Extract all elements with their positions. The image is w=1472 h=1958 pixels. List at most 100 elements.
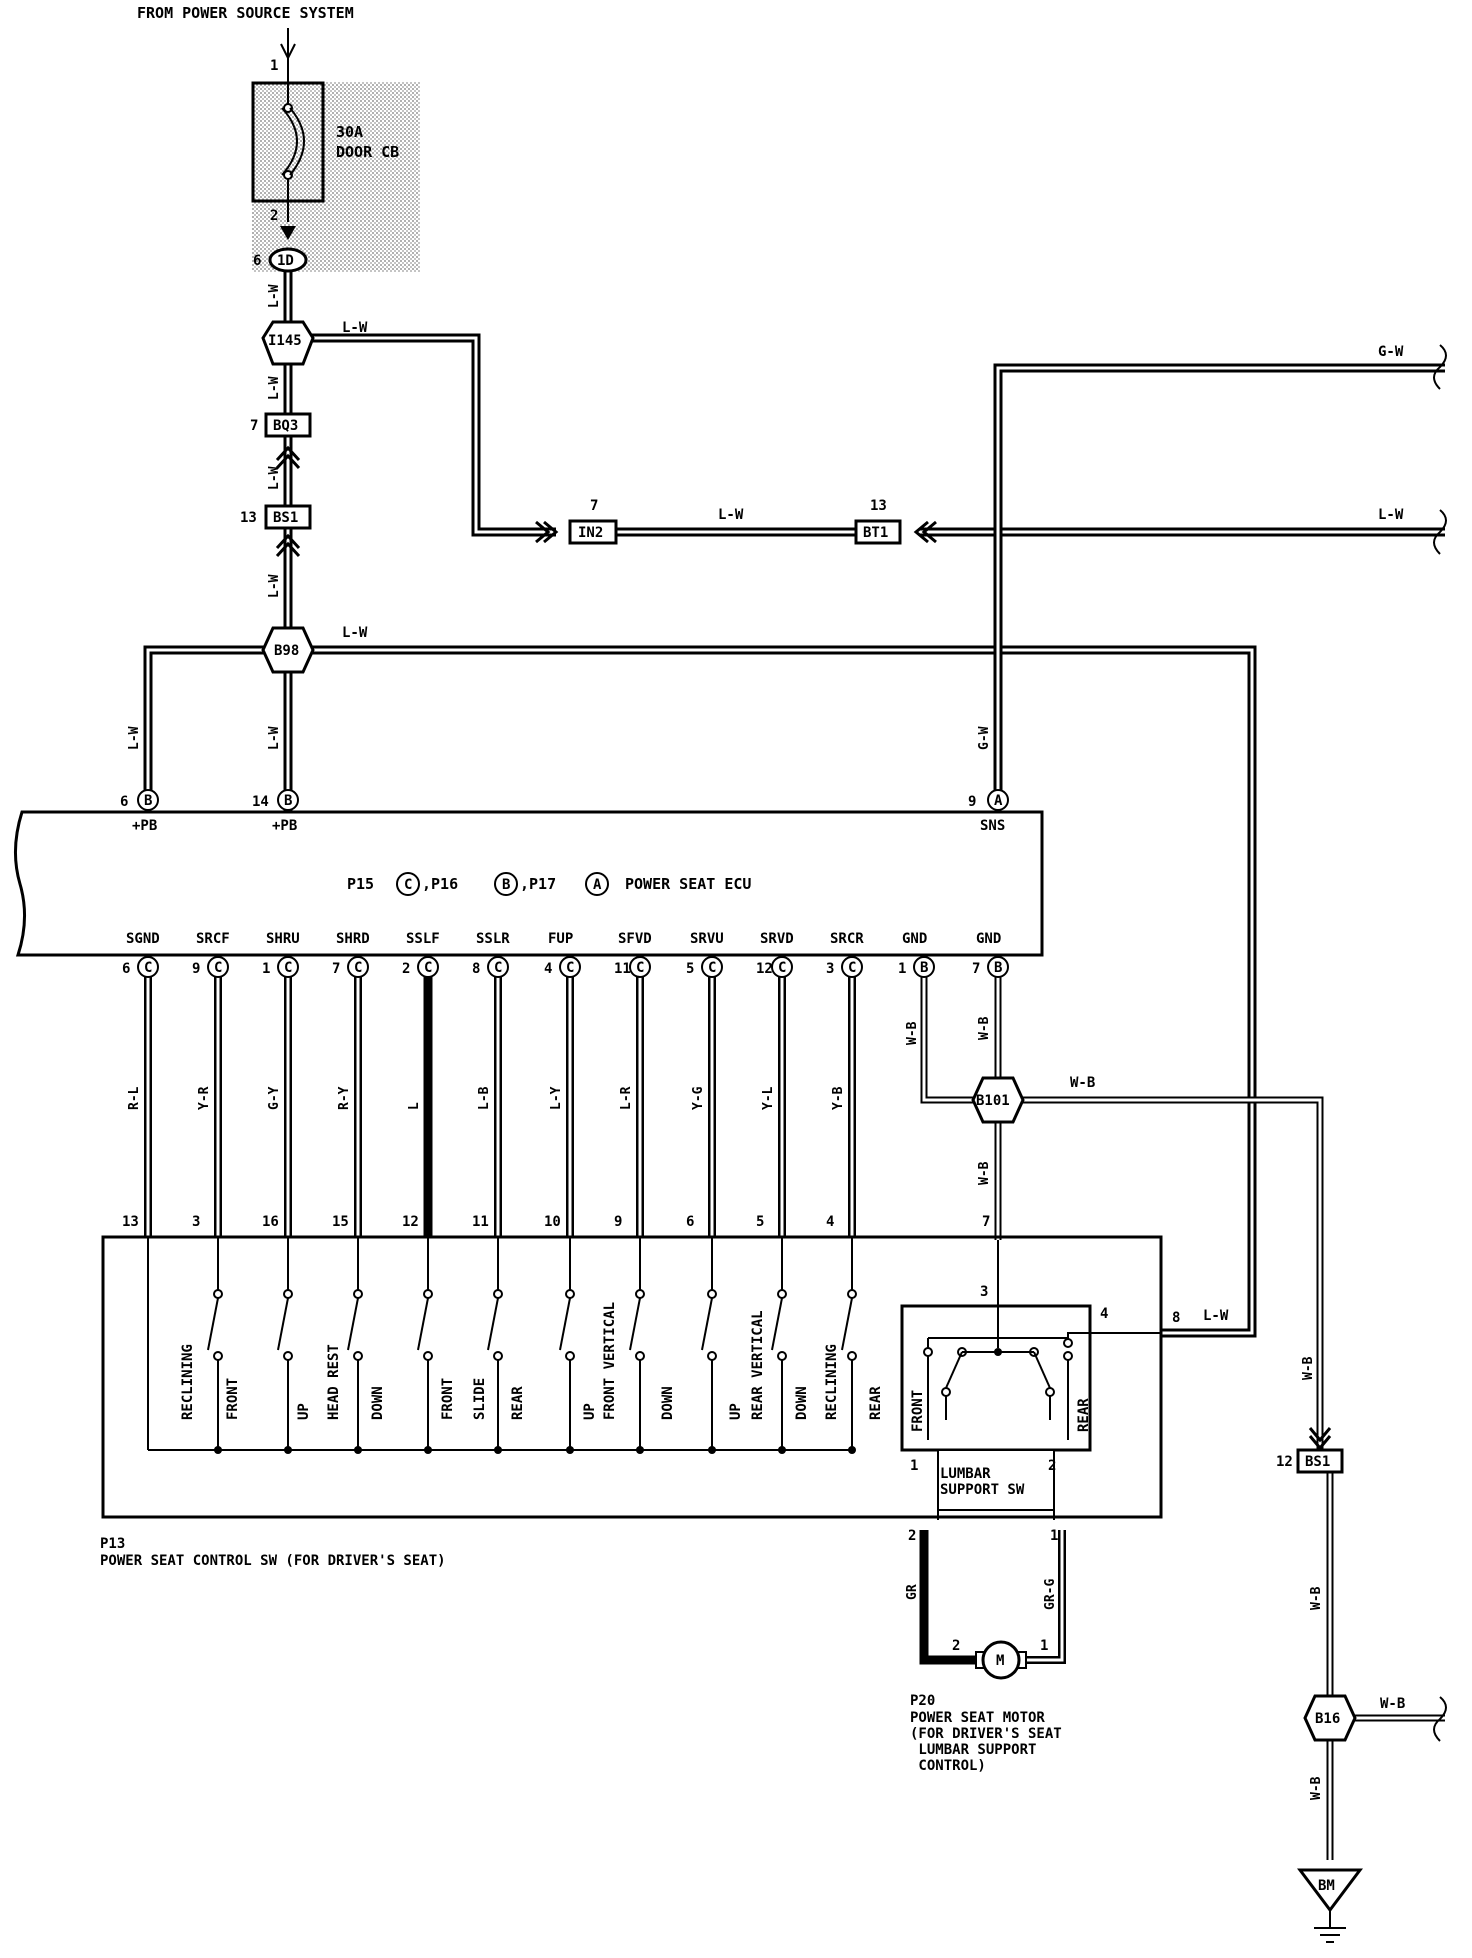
power-seat-control-switch: [101, 1235, 1163, 1519]
pin-connector-letter: A: [994, 793, 1003, 809]
switch-contact: [347, 1237, 363, 1454]
switch-word: SLIDE: [472, 1378, 488, 1420]
lumbar-pin8: 8: [1172, 1310, 1180, 1326]
pin-number: 6: [120, 794, 128, 810]
motor-line: POWER SEAT MOTOR: [910, 1710, 1045, 1726]
wires-lw: [143, 270, 1445, 1338]
ecu-title-part: A: [593, 877, 602, 893]
wire-label: L-W: [342, 320, 368, 336]
pin-label: SSLF: [406, 931, 440, 947]
ecu-title-part: C: [404, 877, 412, 893]
wire-label: L: [407, 1102, 422, 1110]
chevron-down-icon: [1308, 1427, 1332, 1451]
lumbar-front: FRONT: [910, 1390, 926, 1432]
switch-contact: [277, 1237, 293, 1454]
connector-BS1-right-pin: 12: [1276, 1454, 1293, 1470]
switch-contact: [701, 1237, 717, 1454]
connector-IN2: IN2 7: [568, 498, 618, 545]
wire-label: L-W: [718, 507, 744, 523]
pin-number: 5: [686, 961, 694, 977]
pin-number: 9: [968, 794, 976, 810]
motor-id: P20: [910, 1693, 935, 1709]
switch-contact: [559, 1237, 575, 1454]
pin-label: SHRU: [266, 931, 300, 947]
wire-label-gr: GR: [905, 1584, 920, 1600]
junction-B98-label: B98: [274, 643, 299, 659]
breaker-pin-out: 2: [270, 208, 278, 224]
connector-BQ3-pin: 7: [250, 418, 258, 434]
switch-word: HEAD REST: [326, 1344, 342, 1420]
switch-word: UP: [728, 1403, 744, 1420]
pin-number: 11: [614, 961, 631, 977]
control-switch-id: P13: [100, 1536, 125, 1552]
wire-gw: [993, 363, 1445, 800]
switch-word: DOWN: [794, 1386, 810, 1420]
wire-label: W-B: [977, 1016, 992, 1040]
switch-word: REAR: [868, 1386, 884, 1420]
junction-B101: B101: [971, 1076, 1025, 1124]
switch-word: FRONT: [440, 1378, 456, 1420]
pin-label: SNS: [980, 818, 1005, 834]
motor-pin-right: 1: [1040, 1638, 1048, 1654]
switch-pin-number: 10: [544, 1214, 561, 1230]
wire-label: L-W: [267, 726, 282, 750]
wire-label: Y-L: [761, 1086, 776, 1110]
wire-label: L-W: [1378, 507, 1404, 523]
lumbar-out-pin2: 2: [908, 1528, 916, 1544]
junction-B16: B16: [1303, 1694, 1357, 1742]
wire-label: L-Y: [549, 1086, 564, 1110]
connector-BQ3-label: BQ3: [273, 418, 298, 434]
pin-connector-letter: C: [214, 960, 222, 976]
connector-IN2-label: IN2: [578, 525, 603, 541]
junction-B101-label: B101: [976, 1093, 1010, 1109]
pin-number: 2: [402, 961, 410, 977]
pin-label: +PB: [272, 818, 297, 834]
pin-number: 8: [472, 961, 480, 977]
pin-label: SRVU: [690, 931, 724, 947]
control-switch-name: POWER SEAT CONTROL SW (FOR DRIVER'S SEAT…: [100, 1553, 446, 1569]
wire-label: W-B: [1309, 1586, 1324, 1610]
switch-contact: [207, 1237, 223, 1454]
ecu-title: P15 C ,P16 B ,P17 A POWER SEAT ECU: [347, 872, 751, 896]
breaker-pin-in: 1: [270, 58, 278, 74]
wire-label: R-Y: [337, 1086, 352, 1110]
wire-label: Y-G: [691, 1086, 706, 1110]
power-seat-ecu: [13, 810, 1044, 957]
switch-pin-number: 7: [982, 1214, 990, 1230]
pin-number: 12: [756, 961, 773, 977]
motor-wires: [919, 1530, 1066, 1665]
breaker-name: DOOR CB: [336, 143, 399, 161]
pin-label: SRCF: [196, 931, 230, 947]
lumbar-out-pin1: 1: [1050, 1528, 1058, 1544]
wire-label: L-R: [619, 1086, 634, 1110]
pin-number: 7: [972, 961, 980, 977]
pin-label: SRCR: [830, 931, 864, 947]
connector-BS1-top: BS1 13: [240, 504, 312, 530]
connector-IN2-pin: 7: [590, 498, 598, 514]
pin-label: SGND: [126, 931, 160, 947]
connector-BS1-right: BS1 12: [1276, 1448, 1344, 1474]
switch-word: FRONT VERTICAL: [602, 1302, 618, 1420]
switch-pin-number: 3: [192, 1214, 200, 1230]
pin-number: 3: [826, 961, 834, 977]
pin-number: 6: [122, 961, 130, 977]
wire-label: W-B: [1309, 1776, 1324, 1800]
pin-connector-letter: B: [920, 960, 928, 976]
switch-pin-number: 11: [472, 1214, 489, 1230]
motor-line: CONTROL): [910, 1758, 986, 1774]
pin-connector-letter: B: [994, 960, 1002, 976]
lumbar-support-switch: [900, 1240, 1162, 1520]
pin-number: 14: [252, 794, 269, 810]
wire-label: L-B: [477, 1086, 492, 1110]
switch-word: FRONT: [225, 1378, 241, 1420]
connector-BT1: BT1 13: [854, 498, 902, 545]
lumbar-pin2: 2: [1048, 1458, 1056, 1474]
pin-label: GND: [976, 931, 1001, 947]
